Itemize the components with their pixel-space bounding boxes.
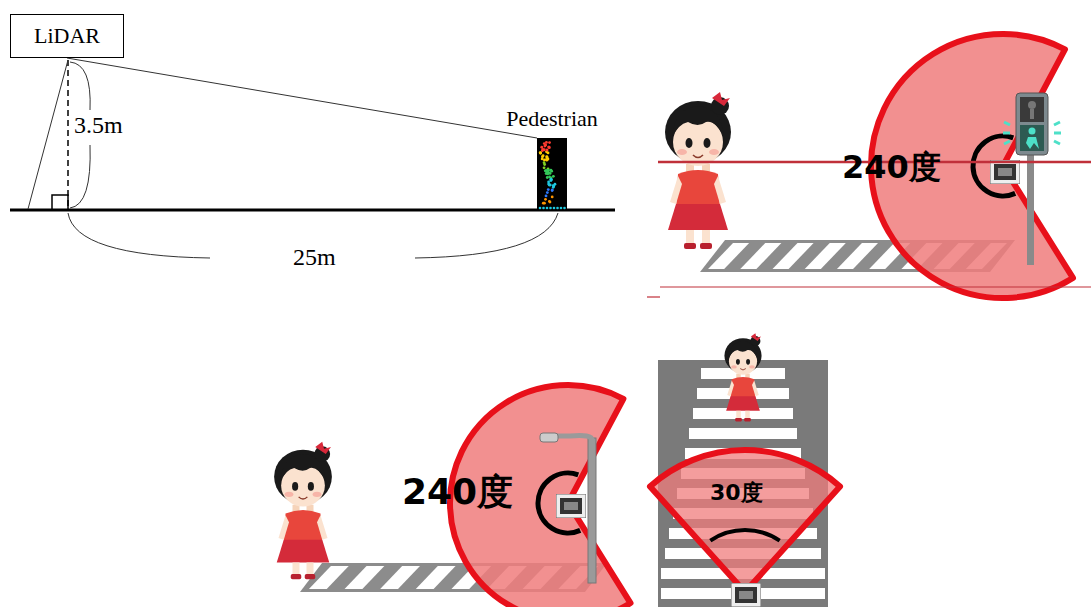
angle-label: 30度 [710, 478, 763, 508]
pedestrian-box: Pedestrian [537, 138, 567, 210]
crosswalk-stripe [773, 243, 814, 269]
angle-label: 240度 [402, 468, 513, 517]
angle-arc [710, 530, 779, 541]
angle-label: 240度 [842, 146, 941, 190]
crosswalk-stripe [837, 243, 878, 269]
node-text: LiDAR [34, 23, 100, 49]
sight-line-path [67, 58, 537, 138]
dimension-label: 3.5m [74, 112, 123, 139]
crosswalk-stripe [345, 566, 385, 589]
dimension-label: 25m [293, 244, 336, 271]
crosswalk-stripe [708, 243, 749, 269]
crosswalk-stripe [416, 566, 456, 589]
sight-line [67, 58, 537, 138]
detection-sector [650, 450, 840, 592]
crosswalk-stripe [689, 428, 797, 439]
crosswalk-stripe [805, 243, 846, 269]
sensor-box: LiDAR [10, 14, 124, 58]
node-text: Pedestrian [497, 106, 607, 132]
crosswalk-stripe [740, 243, 781, 269]
crosswalk-stripe [380, 566, 420, 589]
